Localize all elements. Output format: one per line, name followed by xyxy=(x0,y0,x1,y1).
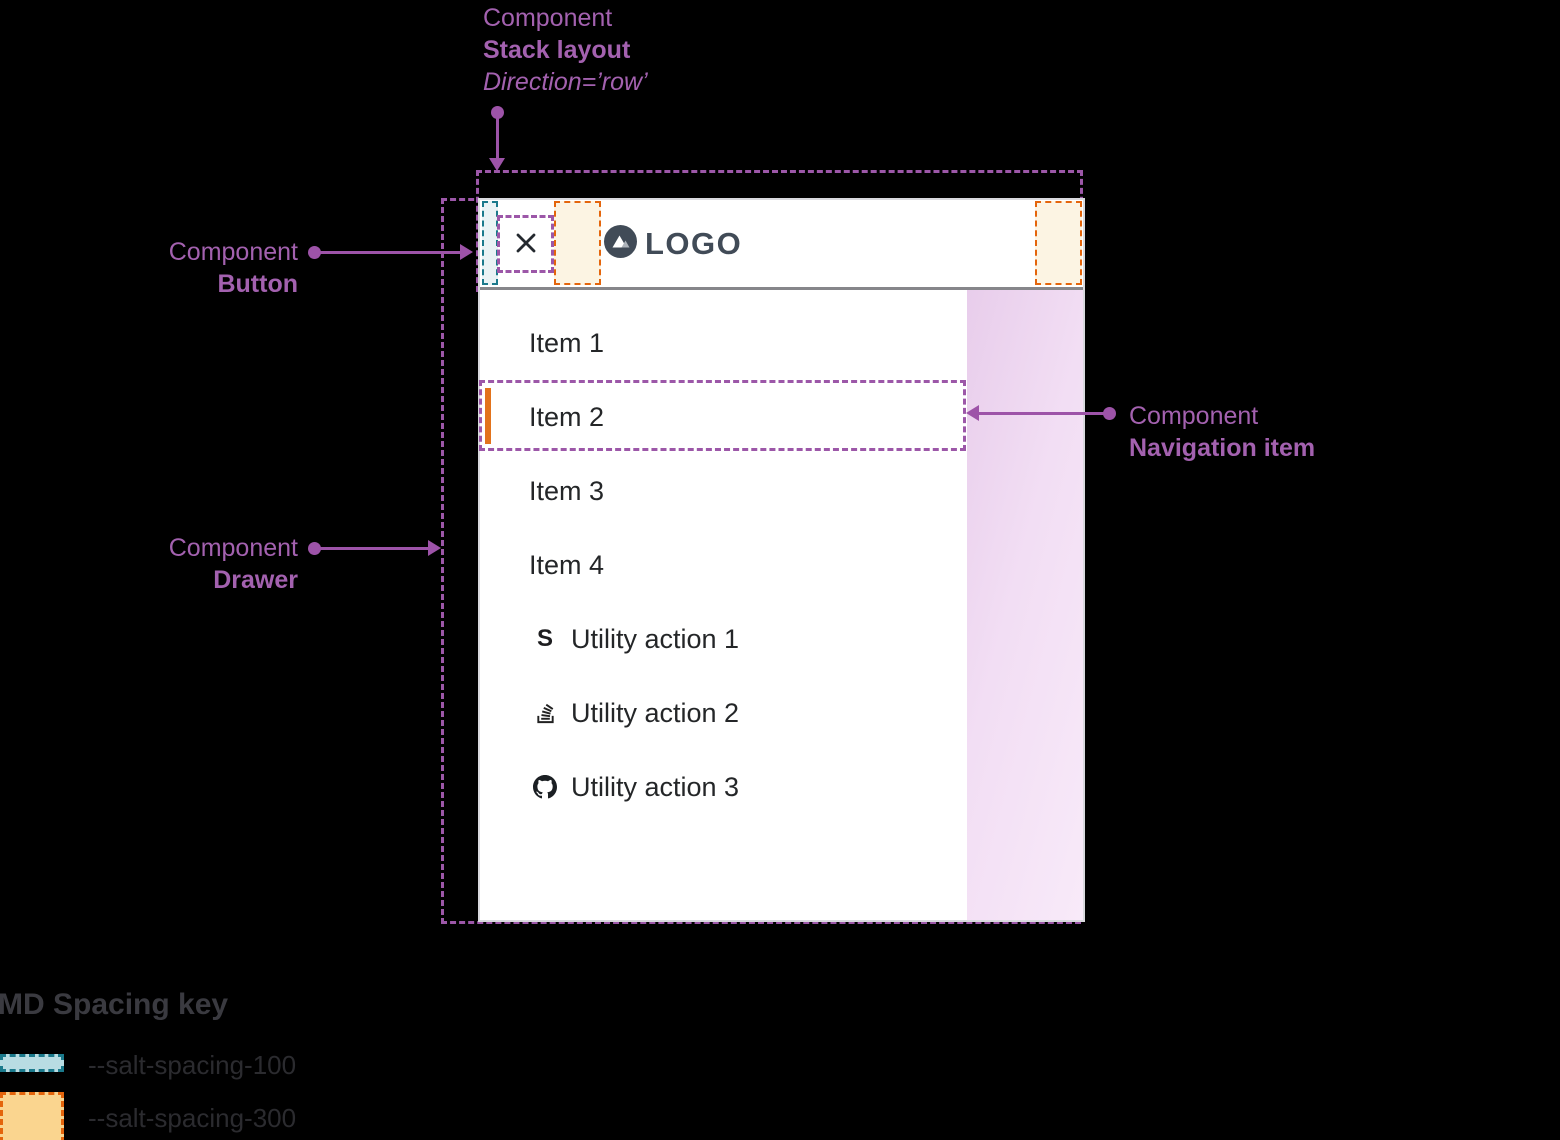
legend-label: --salt-spacing-100 xyxy=(88,1050,297,1080)
annotation-stack-layout: Component Stack layout Direction=’row’ xyxy=(483,2,648,98)
legend-title: MD Spacing key xyxy=(0,988,229,1021)
drawer: LOGO Item 1 Item 2 Item 3 Item 4 S Utili… xyxy=(478,198,1085,922)
nav-list: Item 1 Item 2 Item 3 Item 4 S Utility ac… xyxy=(480,290,967,920)
stackoverflow-icon xyxy=(533,702,557,725)
logo-mountain-icon xyxy=(604,224,637,263)
annotation-line: Stack layout xyxy=(483,36,631,64)
nav-item-4[interactable]: Item 4 xyxy=(480,528,967,602)
annotation-line: Navigation item xyxy=(1129,434,1316,462)
annotation-line: Direction=’row’ xyxy=(483,68,648,96)
annotation-line: Component xyxy=(168,534,298,562)
nav-item-label: Item 2 xyxy=(529,401,605,432)
logo-text: LOGO xyxy=(645,225,743,261)
spacing-100-strip xyxy=(482,201,498,285)
annotation-button: Component Button xyxy=(100,236,298,300)
spacing-300-strip-right xyxy=(1035,201,1082,285)
annotation-line: Component xyxy=(1129,402,1259,430)
annotation-navigation-item: Component Navigation item xyxy=(1129,400,1315,464)
drawer-header: LOGO xyxy=(480,200,1083,290)
annotation-dot xyxy=(1103,407,1116,420)
nav-item-label: Item 3 xyxy=(529,475,605,506)
navigation-item-outline xyxy=(479,380,966,451)
button-outline xyxy=(497,215,554,273)
annotation-line-shaft xyxy=(978,412,1106,415)
nav-item-1[interactable]: Item 1 xyxy=(480,306,967,380)
annotation-line-shaft xyxy=(318,251,461,254)
nav-item-2[interactable]: Item 2 xyxy=(480,380,967,454)
annotation-line-shaft xyxy=(318,547,429,550)
github-icon xyxy=(533,775,557,799)
annotation-line: Button xyxy=(217,270,298,298)
arrow-left-icon xyxy=(966,405,979,421)
arrow-right-icon xyxy=(460,244,473,260)
spacing-300-swatch xyxy=(0,1092,64,1140)
annotation-line: Drawer xyxy=(213,566,298,594)
utility-label: Utility action 2 xyxy=(571,697,740,728)
annotation-line-shaft xyxy=(496,116,499,160)
nav-item-label: Item 4 xyxy=(529,549,605,580)
close-icon xyxy=(511,228,541,261)
annotation-dot xyxy=(308,542,321,555)
close-button[interactable] xyxy=(511,228,541,261)
page-content-panel xyxy=(967,290,1083,920)
utility-action-3[interactable]: Utility action 3 xyxy=(480,750,967,824)
s-icon: S xyxy=(536,625,553,652)
spacing-100-swatch xyxy=(0,1054,64,1072)
annotation-dot xyxy=(491,106,504,119)
nav-item-3[interactable]: Item 3 xyxy=(480,454,967,528)
utility-action-1[interactable]: S Utility action 1 xyxy=(480,602,967,676)
annotation-drawer: Component Drawer xyxy=(100,532,298,596)
arrow-down-icon xyxy=(489,158,505,171)
spacing-300-strip-left xyxy=(554,201,601,285)
legend-label: --salt-spacing-300 xyxy=(88,1103,297,1133)
annotation-dot xyxy=(308,246,321,259)
annotation-line: Component xyxy=(483,4,613,32)
arrow-right-icon xyxy=(428,540,441,556)
utility-label: Utility action 3 xyxy=(571,771,740,802)
nav-item-label: Item 1 xyxy=(529,327,605,358)
active-item-indicator xyxy=(485,388,491,444)
logo: LOGO xyxy=(604,200,742,287)
utility-action-2[interactable]: Utility action 2 xyxy=(480,676,967,750)
utility-label: Utility action 1 xyxy=(571,623,740,654)
annotation-line: Component xyxy=(168,238,298,266)
